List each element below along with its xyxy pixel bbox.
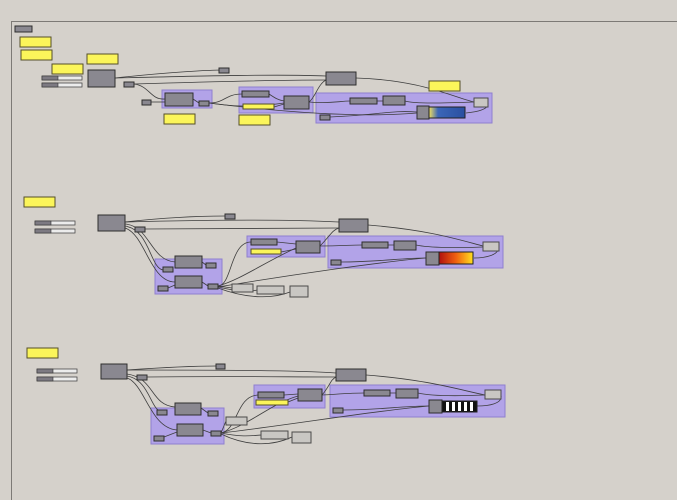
component-node[interactable] (428, 399, 443, 414)
canvas-border-left (11, 21, 12, 500)
component-node[interactable] (482, 241, 500, 252)
component-node[interactable] (123, 81, 135, 88)
component-node[interactable] (198, 100, 210, 107)
slider-grip[interactable] (36, 368, 54, 374)
component-node[interactable] (176, 423, 204, 437)
component-node[interactable] (210, 430, 222, 437)
definition-bottom[interactable] (26, 347, 506, 445)
text-panel[interactable] (255, 399, 289, 406)
component-node[interactable] (141, 99, 152, 106)
text-panel[interactable] (86, 53, 119, 65)
component-node[interactable] (260, 430, 289, 440)
slider-grip[interactable] (34, 220, 52, 226)
gradient-preview[interactable] (428, 106, 466, 119)
component-node[interactable] (297, 388, 323, 402)
component-node[interactable] (97, 214, 126, 232)
component-node[interactable] (250, 238, 278, 246)
component-node[interactable] (319, 114, 331, 121)
gradient-preview[interactable] (441, 400, 478, 413)
text-panel[interactable] (428, 80, 461, 92)
component-node[interactable] (174, 402, 202, 416)
text-panel[interactable] (242, 103, 275, 110)
component-node[interactable] (382, 95, 406, 106)
component-node[interactable] (156, 409, 168, 416)
component-node[interactable] (335, 368, 367, 382)
component-node[interactable] (164, 92, 194, 107)
component-node[interactable] (330, 259, 342, 266)
text-panel[interactable] (19, 36, 52, 48)
component-node[interactable] (225, 416, 248, 426)
component-node[interactable] (153, 435, 165, 442)
definition-middle[interactable] (23, 196, 504, 298)
gradient-preview[interactable] (438, 251, 474, 265)
component-node[interactable] (205, 262, 217, 269)
component-node[interactable] (231, 283, 254, 293)
component-node[interactable] (87, 69, 116, 88)
component-node[interactable] (241, 90, 270, 98)
component-node[interactable] (325, 71, 357, 86)
component-node[interactable] (174, 275, 203, 289)
component-node[interactable] (361, 241, 389, 249)
component-node[interactable] (207, 410, 219, 417)
slider-grip[interactable] (41, 75, 59, 81)
component-node[interactable] (425, 251, 440, 266)
component-node[interactable] (484, 389, 502, 400)
component-node[interactable] (157, 285, 169, 292)
component-node[interactable] (393, 240, 417, 251)
component-node[interactable] (289, 285, 309, 298)
component-node[interactable] (363, 389, 391, 397)
definition-top[interactable] (19, 36, 493, 126)
text-panel[interactable] (250, 248, 282, 255)
component-node[interactable] (349, 97, 378, 105)
component-node[interactable] (218, 67, 230, 74)
component-node[interactable] (256, 285, 285, 295)
component-node[interactable] (291, 431, 312, 444)
text-panel[interactable] (163, 113, 196, 125)
component-node[interactable] (215, 363, 226, 370)
component-node[interactable] (207, 283, 219, 290)
text-panel[interactable] (238, 114, 271, 126)
slider-grip[interactable] (34, 228, 52, 234)
slider-grip[interactable] (41, 82, 59, 88)
component-node[interactable] (332, 407, 344, 414)
component-node[interactable] (224, 213, 236, 220)
slider-grip[interactable] (36, 376, 54, 382)
text-panel[interactable] (51, 63, 84, 75)
component-node[interactable] (283, 95, 310, 110)
component-node[interactable] (338, 218, 369, 233)
component-node[interactable] (174, 255, 203, 269)
text-panel[interactable] (23, 196, 56, 208)
toolbar-component[interactable] (14, 25, 33, 33)
component-node[interactable] (100, 363, 128, 380)
component-node[interactable] (295, 240, 321, 254)
component-node[interactable] (136, 374, 148, 381)
text-panel[interactable] (20, 49, 53, 61)
text-panel[interactable] (26, 347, 59, 359)
component-node[interactable] (416, 105, 430, 120)
component-node[interactable] (257, 391, 285, 399)
canvas-border-top (11, 21, 677, 22)
component-node[interactable] (395, 388, 419, 399)
component-node[interactable] (473, 97, 489, 108)
component-node[interactable] (162, 266, 174, 273)
component-node[interactable] (134, 226, 146, 233)
